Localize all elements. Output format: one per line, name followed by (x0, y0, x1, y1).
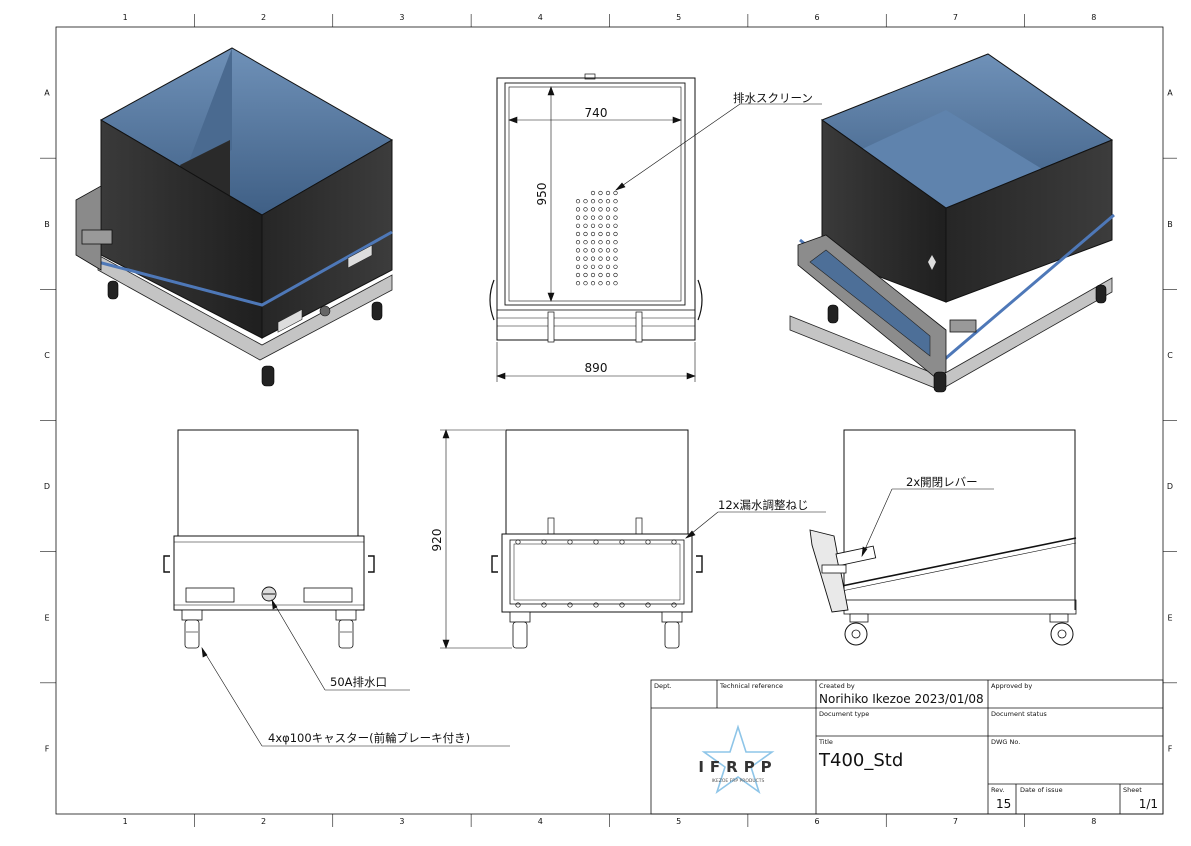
zone-row-left-A: A (44, 89, 50, 98)
zone-col-bottom-6: 6 (815, 817, 820, 826)
tb-sheet: 1/1 (1139, 797, 1158, 811)
tb-tech-ref-label: Technical reference (719, 682, 783, 690)
front-view (163, 429, 375, 649)
logo-star-icon (701, 724, 775, 795)
tb-rev-label: Rev. (991, 786, 1005, 794)
dim-depth-top: 950 (535, 183, 549, 206)
row-ticks (40, 157, 1177, 684)
zone-row-left-D: D (44, 482, 50, 491)
logo-mark: IFRPP (698, 758, 777, 776)
front-view-leaders (201, 598, 510, 747)
company-logo: IFRPP IKEZOE FRP PRODUCTS (698, 724, 777, 795)
tb-dept-label: Dept. (654, 682, 672, 690)
tb-title-label: Title (818, 738, 833, 746)
tb-created-by-label: Created by (819, 682, 855, 690)
dim-width-top: 740 (585, 106, 608, 120)
zone-col-top-3: 3 (399, 13, 404, 22)
side-view (809, 429, 1077, 646)
tb-title: T400_Std (818, 750, 903, 771)
tb-sheet-label: Sheet (1123, 786, 1142, 794)
dim-overall-width: 890 (585, 361, 608, 375)
zone-col-top-1: 1 (123, 13, 128, 22)
top-view-dimensions (496, 86, 822, 382)
zone-row-right-B: B (1167, 220, 1173, 229)
zone-col-bottom-2: 2 (261, 817, 266, 826)
zone-col-top-2: 2 (261, 13, 266, 22)
zone-row-left-B: B (44, 220, 50, 229)
zone-row-left-F: F (45, 744, 50, 753)
iso-view-left (75, 47, 394, 387)
zone-row-right-C: C (1167, 351, 1173, 360)
side-view-leader (861, 488, 994, 558)
zone-col-bottom-5: 5 (676, 817, 681, 826)
leak-adjust-screws (515, 539, 677, 608)
zone-row-right-F: F (1168, 744, 1173, 753)
dim-overall-height: 920 (430, 529, 444, 552)
zone-row-right-E: E (1167, 613, 1172, 622)
zone-col-top-4: 4 (538, 13, 543, 22)
column-ticks (194, 14, 1025, 827)
iso-view-right (789, 53, 1115, 393)
zone-col-bottom-8: 8 (1091, 817, 1096, 826)
zone-col-bottom-7: 7 (953, 817, 958, 826)
title-block (650, 679, 1164, 815)
zone-col-bottom-4: 4 (538, 817, 543, 826)
zone-col-top-6: 6 (815, 13, 820, 22)
zone-row-left-C: C (44, 351, 50, 360)
tb-approved-by-label: Approved by (991, 682, 1032, 690)
drain-screen-holes (575, 190, 618, 286)
tb-date-label: Date of issue (1020, 786, 1063, 794)
zone-col-top-5: 5 (676, 13, 681, 22)
note-levers: 2x開閉レバー (906, 475, 978, 489)
tb-dwg-no-label: DWG No. (991, 738, 1020, 746)
zone-col-top-7: 7 (953, 13, 958, 22)
note-drain-screen: 排水スクリーン (733, 91, 813, 105)
zone-col-top-8: 8 (1091, 13, 1096, 22)
tb-created-by: Norihiko Ikezoe 2023/01/08 (819, 692, 984, 706)
note-drain-port: 50A排水口 (330, 675, 387, 689)
zone-row-right-D: D (1167, 482, 1173, 491)
tb-rev: 15 (996, 797, 1011, 811)
top-view (489, 73, 703, 343)
logo-subtitle: IKEZOE FRP PRODUCTS (712, 778, 765, 784)
zone-row-left-E: E (44, 613, 49, 622)
note-casters: 4xφ100キャスター(前輪ブレーキ付き) (268, 731, 470, 745)
zone-row-right-A: A (1167, 89, 1173, 98)
zone-col-bottom-1: 1 (123, 817, 128, 826)
rear-view-dimensions (440, 429, 826, 649)
rear-view (491, 429, 703, 649)
tb-doc-status-label: Document status (991, 710, 1047, 718)
sheet-border (40, 14, 1177, 827)
note-leak-screws: 12x漏水調整ねじ (718, 498, 808, 512)
zone-col-bottom-3: 3 (399, 817, 404, 826)
tb-doc-type-label: Document type (819, 710, 869, 718)
